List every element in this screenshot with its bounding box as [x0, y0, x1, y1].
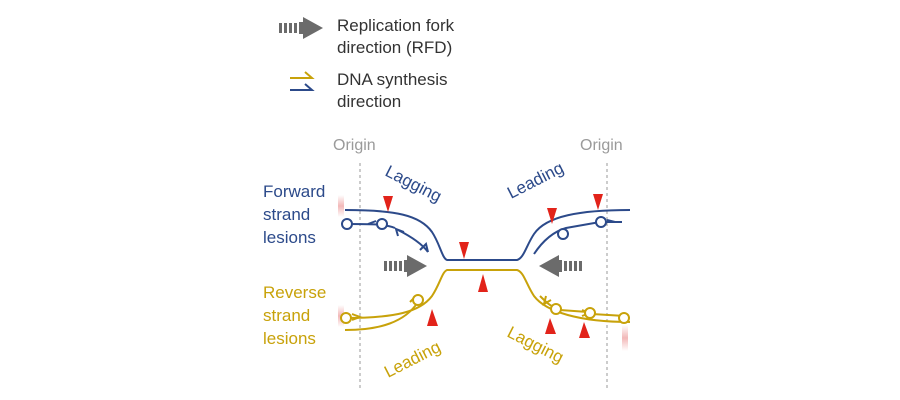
reverse-nascent-right-2 — [559, 309, 589, 313]
lesion-triangle — [579, 322, 590, 338]
reverse-label-line3: lesions — [263, 329, 316, 348]
lesion-circles — [340, 216, 630, 324]
forward-strands — [344, 209, 631, 261]
lesion-circle — [412, 294, 424, 306]
lesion-circle — [340, 312, 352, 324]
lesion-circle — [618, 312, 630, 324]
forward-nascent-right — [533, 221, 622, 255]
forward-label-line1: Forward — [263, 182, 325, 201]
lesion-circle — [595, 216, 607, 228]
forward-parental-strand — [344, 209, 631, 261]
strand-label-top-right: Leading — [504, 158, 567, 202]
fork-direction-arrow-right — [539, 255, 582, 277]
lesion-circle — [584, 307, 596, 319]
lesion-triangle — [593, 194, 603, 210]
lesion-triangle — [547, 208, 557, 224]
lesion-triangle — [545, 318, 556, 334]
rfd-legend-label-line2: direction (RFD) — [337, 38, 452, 57]
half-arrow-icon — [290, 71, 315, 91]
legend: Replication fork direction (RFD) DNA syn… — [279, 16, 455, 111]
reverse-label-line1: Reverse — [263, 283, 326, 302]
dna-legend-label-line1: DNA synthesis — [337, 70, 448, 89]
strand-label-bottom-right: Lagging — [504, 323, 567, 367]
origin-markers: Origin Origin — [333, 137, 623, 388]
lesion-triangle — [427, 309, 438, 326]
forward-nascent-left-2 — [397, 229, 429, 253]
origin-right-label: Origin — [580, 137, 623, 154]
forward-strand-label: Forward strand lesions — [263, 182, 325, 247]
forward-label-line2: strand — [263, 205, 310, 224]
lesion-circle — [550, 303, 562, 315]
strand-label-bottom-left: Leading — [381, 337, 444, 381]
dna-legend-label-line2: direction — [337, 92, 401, 111]
lesion-circle — [376, 218, 388, 230]
lesion-markers — [383, 194, 603, 338]
origin-left-label: Origin — [333, 137, 376, 154]
fork-direction-arrow-left — [384, 255, 427, 277]
reverse-strand-label: Reverse strand lesions — [263, 283, 326, 348]
reverse-label-line2: strand — [263, 306, 310, 325]
forward-label-line3: lesions — [263, 228, 316, 247]
reverse-strands — [344, 269, 631, 331]
lesion-circle — [341, 218, 353, 230]
lesion-triangle — [459, 242, 469, 259]
lesion-triangle — [478, 274, 488, 292]
lesion-circle — [557, 228, 569, 240]
reverse-nascent-left — [344, 301, 419, 331]
lesion-triangle — [383, 196, 393, 212]
rfd-legend-label-line1: Replication fork — [337, 16, 455, 35]
dashed-arrow-icon — [279, 17, 323, 39]
